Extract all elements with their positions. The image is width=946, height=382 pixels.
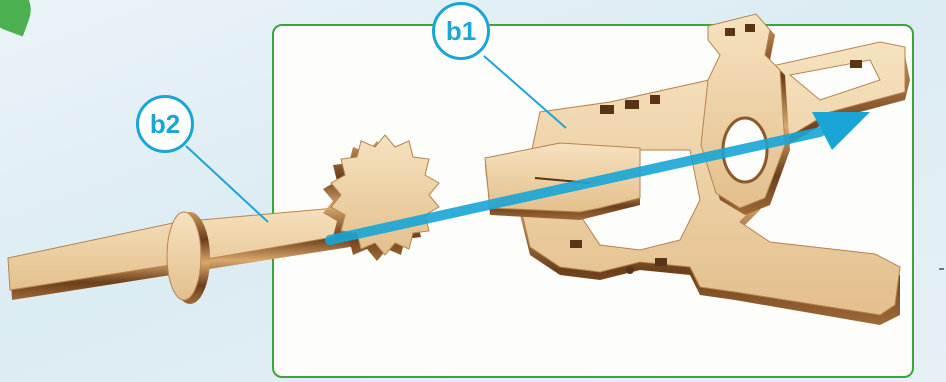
b1-leader-line — [484, 56, 566, 128]
edge-mark — [939, 268, 944, 270]
b2-leader-line — [186, 146, 268, 222]
callout-b1: b1 — [432, 2, 490, 60]
callout-b2-label: b2 — [150, 109, 180, 140]
callout-b2: b2 — [136, 95, 194, 153]
bearing-upright-piece — [701, 14, 790, 215]
callout-b1-label: b1 — [446, 16, 476, 47]
